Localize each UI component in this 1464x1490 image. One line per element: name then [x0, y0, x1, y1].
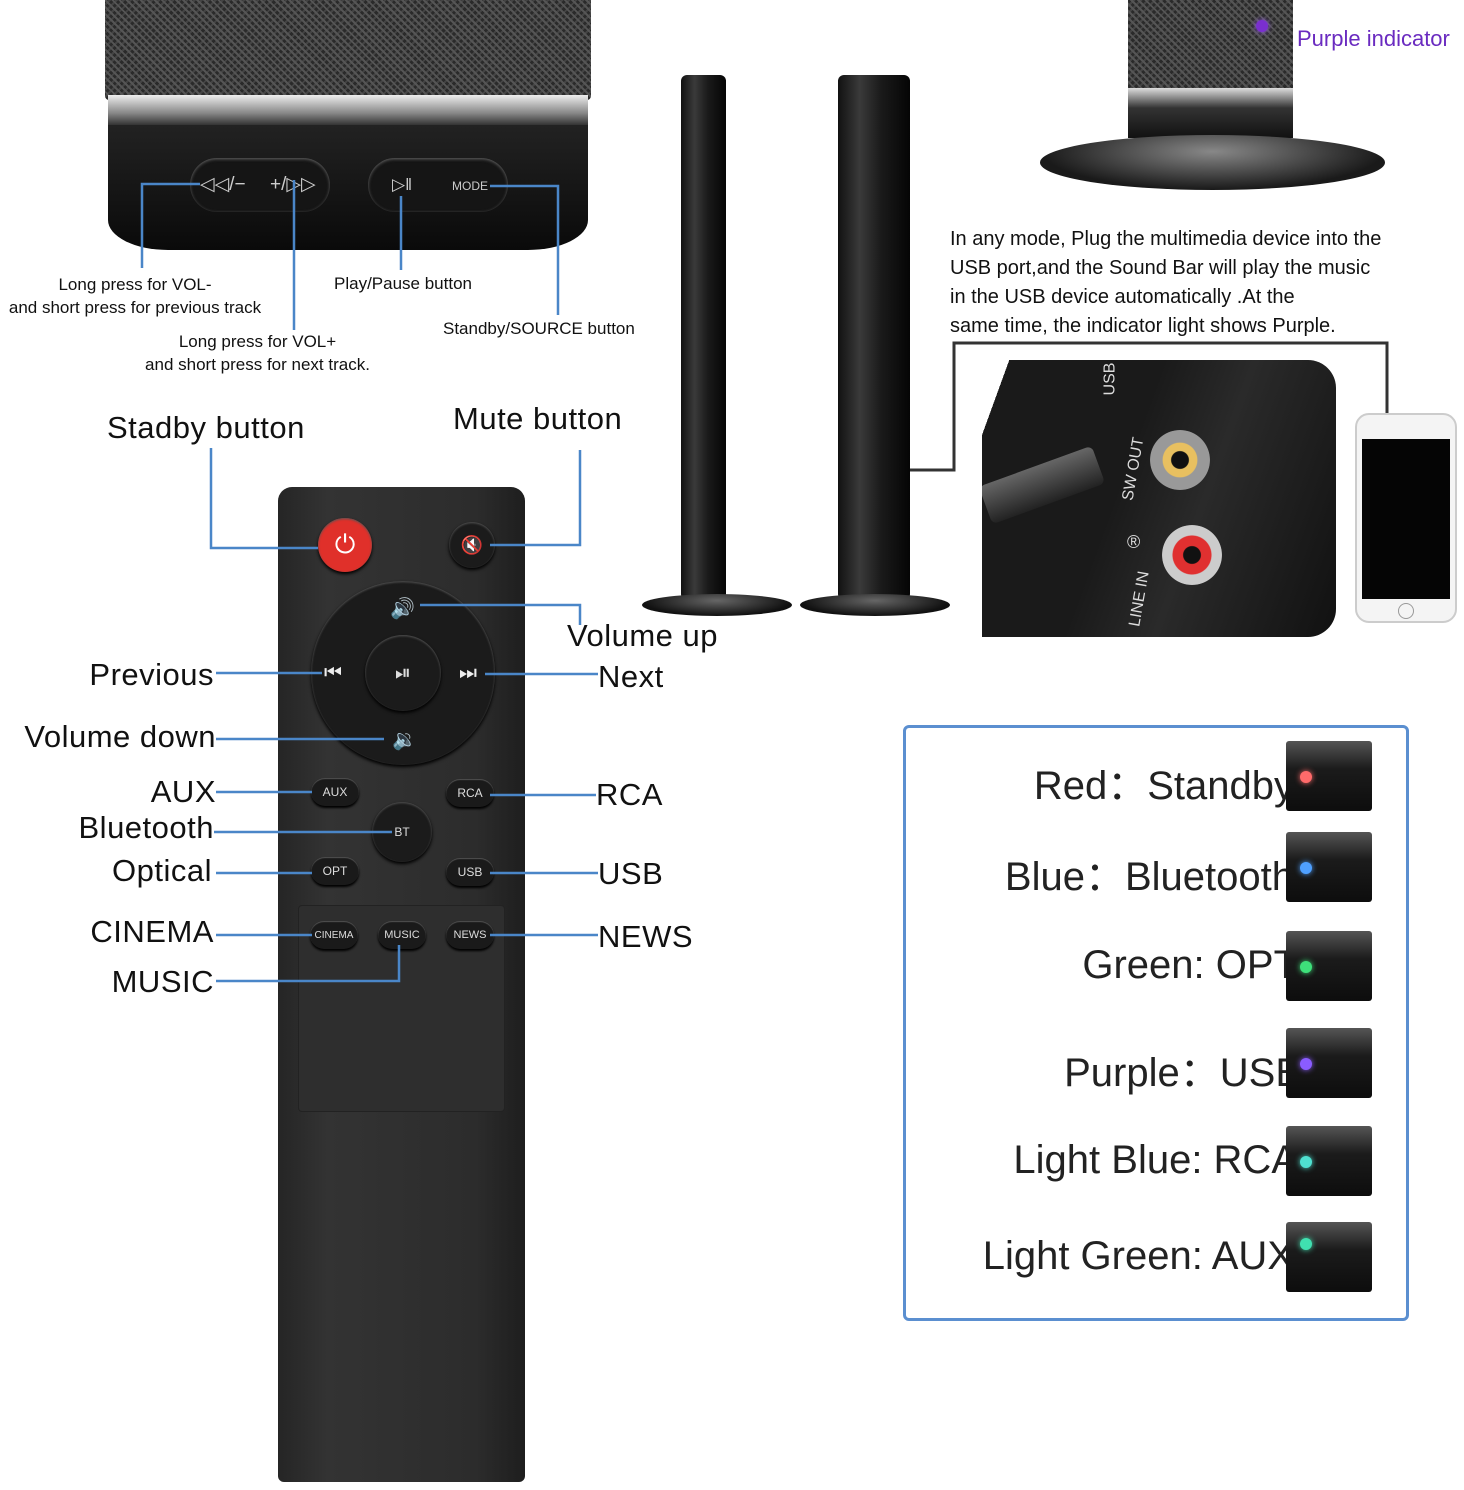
callout-usb: USB	[598, 856, 664, 891]
callout-mute: Mute button	[453, 401, 623, 436]
aux-button[interactable]: AUX	[311, 778, 359, 806]
phone-screen	[1362, 439, 1450, 599]
rca-jack-red	[1162, 525, 1222, 585]
speaker-button-group-right	[368, 158, 508, 212]
legend-thumbnail	[1286, 741, 1372, 811]
led-light-green	[1300, 1238, 1312, 1250]
callout-volume-down: Volume down	[24, 719, 216, 754]
legend-text: Green: OPT	[1082, 943, 1298, 987]
cinema-button[interactable]: CINEMA	[310, 921, 358, 949]
previous-button[interactable]: ⏮	[324, 662, 342, 684]
phone	[1355, 413, 1457, 623]
callout-previous: Previous	[89, 657, 214, 692]
callout-rca: RCA	[596, 777, 663, 812]
callout-aux: AUX	[150, 774, 216, 809]
legend-thumbnail	[1286, 832, 1372, 902]
rca-jack-yellow	[1150, 430, 1210, 490]
callout-bluetooth: Bluetooth	[78, 810, 214, 845]
indicator-legend: Red：Standby Blue：Bluetooth Green: OPT Pu…	[903, 725, 1409, 1321]
port-label-r: ®	[1127, 532, 1141, 552]
speaker-button-group-left	[190, 158, 330, 212]
callout-prev-line1: Long press for VOL-	[58, 275, 212, 294]
play-pause-button-remote[interactable]: ⏯	[365, 635, 441, 711]
next-button[interactable]: ⏭	[459, 662, 477, 684]
leader-prev	[140, 182, 200, 268]
opt-button[interactable]: OPT	[311, 857, 359, 885]
legend-text: Purple：USB	[1064, 1051, 1302, 1095]
tower-speaker-left	[681, 75, 726, 600]
legend-text: Light Blue: RCA	[1013, 1138, 1298, 1182]
led-purple	[1300, 1058, 1312, 1070]
tower-base-left	[642, 594, 792, 616]
speaker-silver-band	[108, 95, 588, 125]
usb-note-line: USB port,and the Sound Bar will play the…	[950, 257, 1371, 279]
volume-up-button[interactable]: 🔊	[390, 598, 415, 620]
rca-button[interactable]: RCA	[446, 779, 494, 807]
callout-next: Next	[598, 659, 664, 694]
speaker-base	[108, 125, 588, 250]
tower-base-right	[800, 594, 950, 616]
leader-volume-up	[420, 603, 582, 625]
callout-standby: Stadby button	[107, 410, 305, 445]
usb-note-line: in the USB device automatically .At the	[950, 286, 1295, 308]
callout-volume-up: Volume up	[567, 618, 718, 653]
led-green	[1300, 961, 1312, 973]
speaker-top-closeup	[105, 0, 591, 100]
play-pause-button[interactable]: ▷ǁ	[392, 175, 413, 194]
callout-next: Long press for VOL+ and short press for n…	[130, 330, 385, 376]
callout-prev: Long press for VOL-and short press for p…	[0, 273, 270, 319]
led-red	[1300, 771, 1312, 783]
phone-home-button	[1398, 603, 1414, 619]
legend-row-standby: Red：Standby	[926, 741, 1406, 811]
led-light-blue	[1300, 1156, 1312, 1168]
legend-thumbnail	[1286, 1222, 1372, 1292]
callout-news: NEWS	[598, 919, 693, 954]
usb-note-line: same time, the indicator light shows Pur…	[950, 315, 1336, 337]
legend-text: Blue：Bluetooth	[1004, 855, 1294, 899]
callout-next-line1: Long press for VOL+	[178, 332, 337, 351]
prev-vol-down-button[interactable]: ◁◁/−	[200, 174, 246, 195]
music-button[interactable]: MUSIC	[378, 921, 426, 949]
legend-thumbnail	[1286, 1028, 1372, 1098]
usb-button[interactable]: USB	[446, 858, 494, 886]
legend-row-rca: Light Blue: RCA	[926, 1126, 1406, 1196]
leader-mode	[490, 184, 560, 315]
leader-standby	[209, 448, 318, 550]
callout-play: Play/Pause button	[334, 274, 472, 293]
purple-indicator-led	[1256, 20, 1268, 32]
legend-row-aux: Light Green: AUX	[926, 1222, 1406, 1292]
legend-thumbnail	[1286, 931, 1372, 1001]
callout-music: MUSIC	[111, 964, 214, 999]
legend-thumbnail	[1286, 1126, 1372, 1196]
usb-note-line: In any mode, Plug the multimedia device …	[950, 228, 1382, 250]
news-button[interactable]: NEWS	[446, 921, 494, 949]
callout-next-line2: and short press for next track.	[145, 355, 370, 374]
callout-prev-line2: and short press for previous track	[8, 298, 262, 317]
legend-text: Light Green: AUX	[982, 1234, 1294, 1278]
tower-speaker-right	[838, 75, 910, 600]
mute-button[interactable]: 🔇	[449, 522, 495, 568]
callout-cinema: CINEMA	[90, 914, 214, 949]
mode-button[interactable]: MODE	[452, 179, 488, 193]
led-blue	[1300, 862, 1312, 874]
leader-mute	[490, 450, 582, 547]
usb-note: In any mode, Plug the multimedia device …	[950, 225, 1381, 341]
legend-row-bluetooth: Blue：Bluetooth	[926, 832, 1406, 902]
legend-row-usb: Purple：USB	[926, 1028, 1406, 1098]
ports-photo: USB SW OUT ® LINE IN	[982, 360, 1336, 637]
legend-text: Red：Standby	[1033, 764, 1294, 808]
legend-row-opt: Green: OPT	[926, 931, 1406, 1001]
power-button[interactable]: ⏻	[318, 518, 372, 572]
callout-mode: Standby/SOURCE button	[443, 319, 635, 338]
speaker-indicator-band	[1128, 88, 1293, 138]
cable-line	[910, 341, 1389, 472]
speaker-indicator-closeup	[1128, 0, 1293, 90]
leader-music	[216, 945, 401, 983]
speaker-indicator-stand	[1040, 135, 1385, 190]
purple-indicator-label: Purple indicator	[1297, 26, 1450, 51]
volume-down-button[interactable]: 🔉	[392, 729, 417, 751]
callout-optical: Optical	[112, 853, 212, 888]
